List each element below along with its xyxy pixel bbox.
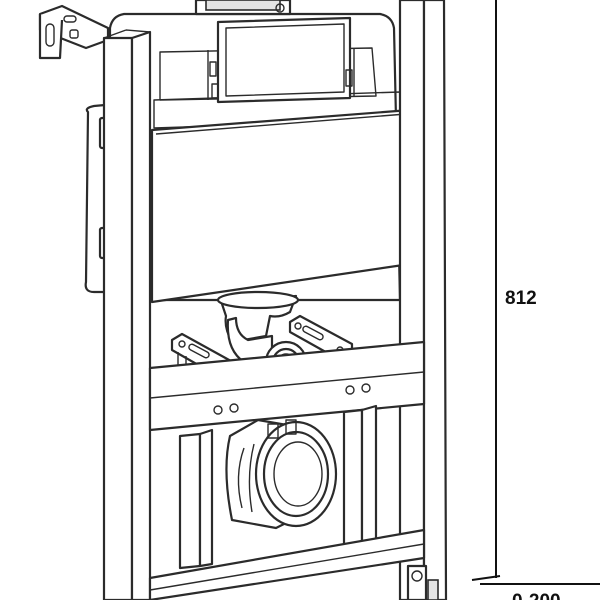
flush-actuator-opening [209,16,353,104]
top-mounting-bracket [38,4,110,60]
flush-valve-cap [194,0,292,16]
frame-left-upright [102,29,152,600]
frame-right-upright [398,0,448,600]
height-dimension-label: 812 [505,288,537,309]
waste-pipe-connector [225,418,338,530]
offset-dimension-label: 0-200 [512,591,561,600]
upper-cross-bar [148,340,426,432]
inner-uprights [178,404,378,570]
lower-cross-bar [148,528,426,600]
adjustable-foot [406,564,439,600]
height-dimension [471,0,501,581]
